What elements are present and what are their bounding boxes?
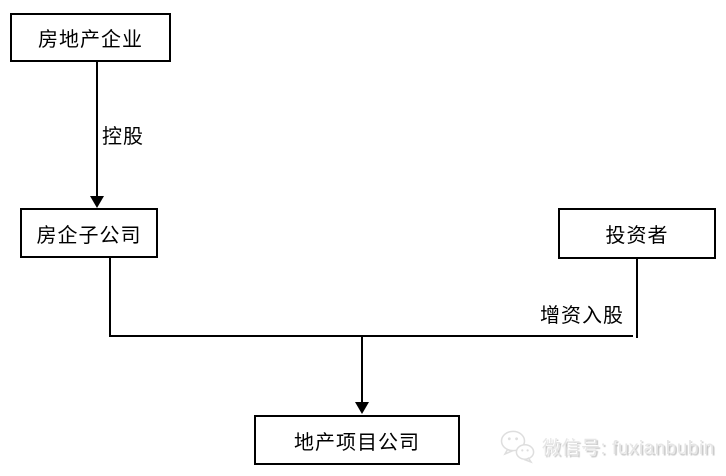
edge-label-holding: 控股 bbox=[102, 120, 144, 149]
node-parent-company-label: 房地产企业 bbox=[38, 29, 143, 51]
node-subsidiary: 房企子公司 bbox=[20, 208, 158, 258]
node-project-company: 地产项目公司 bbox=[254, 415, 460, 465]
edge-to-project-line bbox=[361, 337, 363, 403]
watermark: 微信号: fuxianbubin bbox=[498, 427, 715, 465]
edge-to-project-arrowhead-down-icon bbox=[355, 402, 369, 414]
edge-holding-arrowhead-down-icon bbox=[90, 196, 104, 208]
node-investor: 投资者 bbox=[558, 208, 716, 259]
edge-holding-line bbox=[96, 62, 98, 197]
node-subsidiary-label: 房企子公司 bbox=[36, 224, 142, 247]
connector-subsidiary-down-line bbox=[109, 258, 111, 337]
node-parent-company: 房地产企业 bbox=[10, 13, 171, 62]
edge-label-capital-increase: 增资入股 bbox=[540, 299, 624, 328]
watermark-text: 微信号: fuxianbubin bbox=[542, 437, 715, 459]
connector-investor-down-line bbox=[636, 259, 638, 338]
node-project-company-label: 地产项目公司 bbox=[294, 431, 420, 454]
connector-junction-horizontal-line bbox=[109, 335, 633, 337]
wechat-icon bbox=[498, 427, 536, 465]
node-investor-label: 投资者 bbox=[605, 225, 669, 247]
